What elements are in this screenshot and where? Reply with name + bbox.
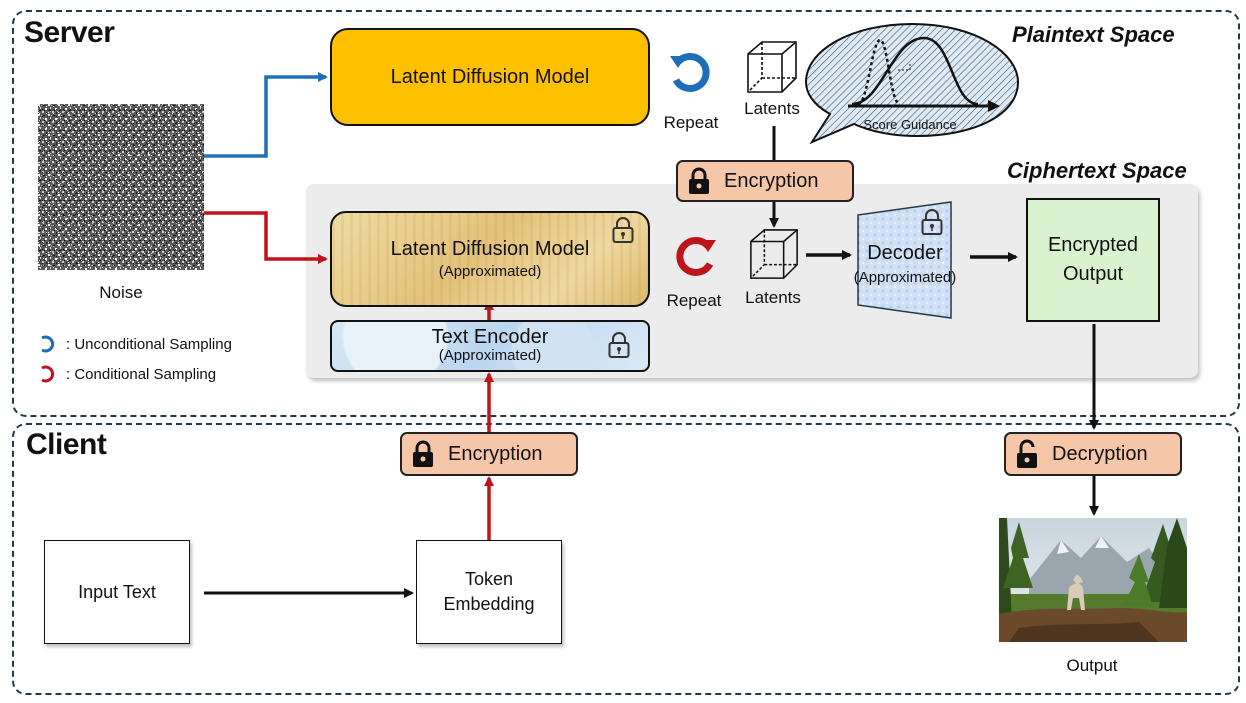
- score-guidance-label: Score Guidance: [863, 117, 957, 132]
- client-title: Client: [26, 428, 107, 461]
- text-encoder-label: Text Encoder: [431, 326, 549, 348]
- output-label: Output: [1066, 656, 1118, 675]
- blue-loop-icon: [41, 335, 55, 353]
- decoder-shape: [857, 201, 952, 319]
- input-text-box: Input Text: [44, 540, 190, 644]
- lock-closed-icon: [412, 440, 434, 468]
- repeat-red-icon: [676, 236, 716, 276]
- server-region: [12, 10, 1240, 417]
- server-title: Server: [24, 16, 115, 49]
- token-line2: Embedding: [443, 594, 535, 614]
- encrypted-output-box: Encrypted Output: [1026, 198, 1160, 322]
- lock-open-icon: [1016, 439, 1038, 469]
- conditional-arrow: [204, 211, 328, 264]
- latents-cube-icon: [747, 41, 797, 93]
- legend-conditional: : Conditional Sampling: [38, 364, 216, 384]
- ldm-plaintext-label: Latent Diffusion Model: [390, 65, 590, 88]
- text-encoder-box: Text Encoder (Approximated): [330, 320, 650, 372]
- ldm-ciphertext-box: Latent Diffusion Model (Approximated): [330, 211, 650, 307]
- ciphertext-space-title: Ciphertext Space: [1007, 158, 1187, 183]
- noise-image: [38, 104, 204, 270]
- token-embedding-box: Token Embedding: [416, 540, 562, 644]
- latents-plain-label: Latents: [744, 99, 800, 118]
- lock-outline-icon: [612, 217, 634, 243]
- red-loop-icon: [41, 365, 55, 383]
- ldm-ciphertext-sub: (Approximated): [438, 263, 542, 280]
- token-line1: Token: [464, 569, 514, 589]
- legend-unconditional-label: : Unconditional Sampling: [66, 335, 232, 353]
- client-region: [12, 423, 1240, 695]
- lock-outline-icon: [608, 332, 630, 358]
- plaintext-space-title: Plaintext Space: [1012, 22, 1175, 47]
- decoder-label: Decoder: [867, 242, 943, 264]
- output-image: [999, 518, 1187, 642]
- lock-closed-icon: [688, 167, 710, 195]
- noise-label: Noise: [99, 283, 143, 302]
- server-encryption-box: Encryption: [676, 160, 854, 202]
- latents-cipher-label: Latents: [745, 288, 801, 307]
- ldm-plaintext-box: Latent Diffusion Model: [330, 28, 650, 126]
- repeat-cipher-label: Repeat: [666, 291, 722, 310]
- client-encryption-label: Encryption: [448, 442, 543, 465]
- latents-cube-icon: [750, 229, 798, 279]
- score-guidance-bubble: [804, 22, 1020, 145]
- text-encoder-sub: (Approximated): [438, 347, 542, 364]
- repeat-plain-label: Repeat: [663, 113, 719, 132]
- client-encryption-box: Encryption: [400, 432, 578, 476]
- server-encryption-label: Encryption: [724, 169, 819, 192]
- legend-unconditional: : Unconditional Sampling: [38, 334, 232, 354]
- input-text-label: Input Text: [78, 581, 156, 602]
- decryption-label: Decryption: [1052, 442, 1148, 465]
- lock-outline-icon: [921, 209, 943, 235]
- legend-conditional-label: : Conditional Sampling: [66, 365, 217, 383]
- encrypted-output-line2: Output: [1062, 263, 1124, 285]
- unconditional-arrow: [204, 72, 328, 158]
- ldm-ciphertext-label: Latent Diffusion Model: [390, 238, 590, 260]
- decoder-sub: (Approximated): [853, 269, 957, 286]
- encrypted-output-line1: Encrypted: [1047, 234, 1139, 256]
- repeat-blue-icon: [670, 52, 710, 92]
- decryption-box: Decryption: [1004, 432, 1182, 476]
